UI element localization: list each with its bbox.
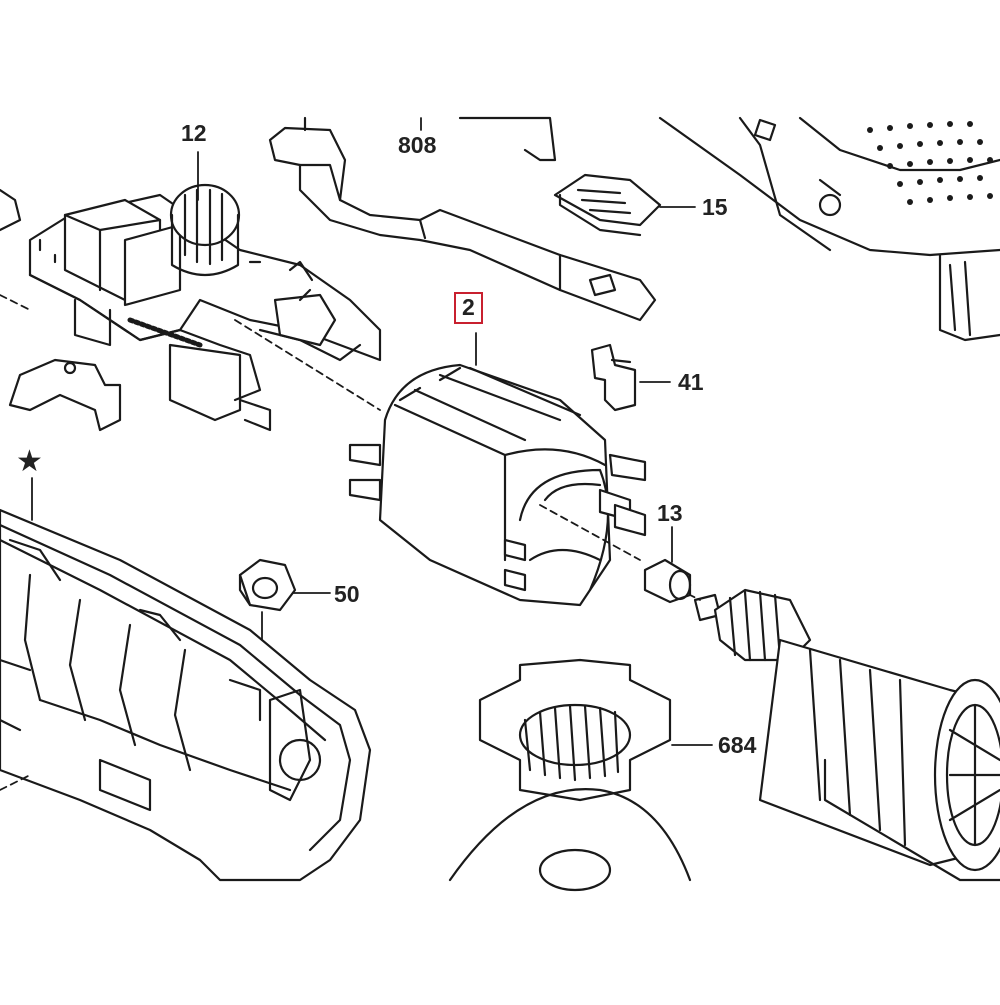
callout-part-12: 12 xyxy=(181,120,207,146)
leader-lines xyxy=(0,117,826,801)
callout-part-50: 50 xyxy=(334,581,360,607)
housing-dot-pattern xyxy=(867,121,993,205)
brush-holder-drawing xyxy=(590,343,637,412)
nut-part-drawing xyxy=(238,558,297,612)
callout-part-684: 684 xyxy=(718,732,757,758)
callout-part-2-highlighted: 2 xyxy=(454,292,483,324)
housing-half-drawing xyxy=(0,508,372,882)
bearing-part-drawing xyxy=(643,558,692,604)
armature-drawing xyxy=(693,588,1000,882)
callout-part-13: 13 xyxy=(657,500,683,526)
bearing-cage-drawing xyxy=(448,658,692,892)
housing-top-drawing xyxy=(458,116,1000,342)
callout-part-41: 41 xyxy=(678,369,704,395)
stator-field-drawing xyxy=(348,363,647,607)
lock-button-drawing xyxy=(553,173,662,237)
callout-part-15: 15 xyxy=(702,194,728,220)
linkage-part-drawing xyxy=(268,116,657,322)
switch-assembly-drawing xyxy=(28,183,382,432)
callout-part-808: 808 xyxy=(398,132,437,158)
star-icon: ★ xyxy=(16,445,43,478)
bracket-part-drawing xyxy=(0,188,122,432)
